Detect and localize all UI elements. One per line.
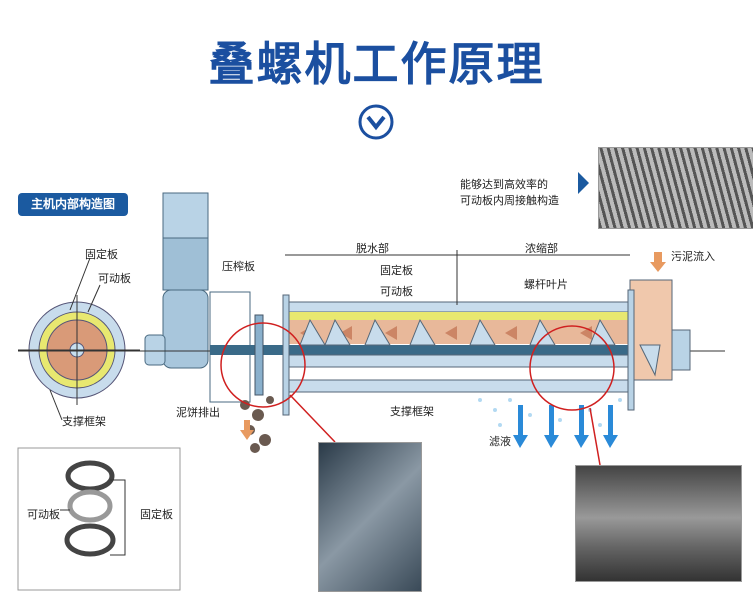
end-view-movable-plate-label: 可动板 [98, 272, 131, 285]
filtrate-arrows-icon [513, 405, 618, 448]
chevron-down-icon [358, 104, 394, 140]
photo-cake-discharge [318, 442, 422, 592]
screw-body [282, 250, 691, 416]
end-view-support-frame-label: 支撑框架 [62, 415, 106, 428]
photo-screw-plates [598, 147, 753, 229]
callout-line-2: 可动板内周接触构造 [460, 194, 559, 207]
callout-line-1: 能够达到高效率的 [460, 178, 548, 191]
sludge-cake [240, 396, 274, 453]
detail-callouts [220, 322, 615, 466]
sludge-inflow-label: 污泥流入 [671, 250, 715, 263]
movable-plate-label: 可动板 [380, 285, 413, 298]
photo-thickening-section [575, 465, 742, 582]
section-badge: 主机内部构造图 [18, 193, 128, 216]
fixed-plate-label: 固定板 [380, 264, 413, 277]
press-plate-label: 压榨板 [222, 260, 255, 273]
screw-blade-label: 螺杆叶片 [524, 278, 568, 291]
motor [144, 192, 251, 403]
rings-movable-plate-label: 可动板 [27, 508, 60, 521]
cake-discharge-label: 泥饼排出 [176, 406, 220, 419]
end-view-cross-section [18, 257, 140, 421]
rings-fixed-plate-label: 固定板 [140, 508, 173, 521]
end-view-fixed-plate-label: 固定板 [85, 248, 118, 261]
page-title: 叠螺机工作原理 [208, 37, 545, 91]
filtrate-label: 滤液 [489, 435, 511, 448]
plate-rings-illustration [64, 460, 116, 557]
support-frame-label: 支撑框架 [390, 405, 434, 418]
dewatering-section-label: 脱水部 [356, 242, 389, 255]
thickening-section-label: 浓缩部 [525, 242, 558, 255]
